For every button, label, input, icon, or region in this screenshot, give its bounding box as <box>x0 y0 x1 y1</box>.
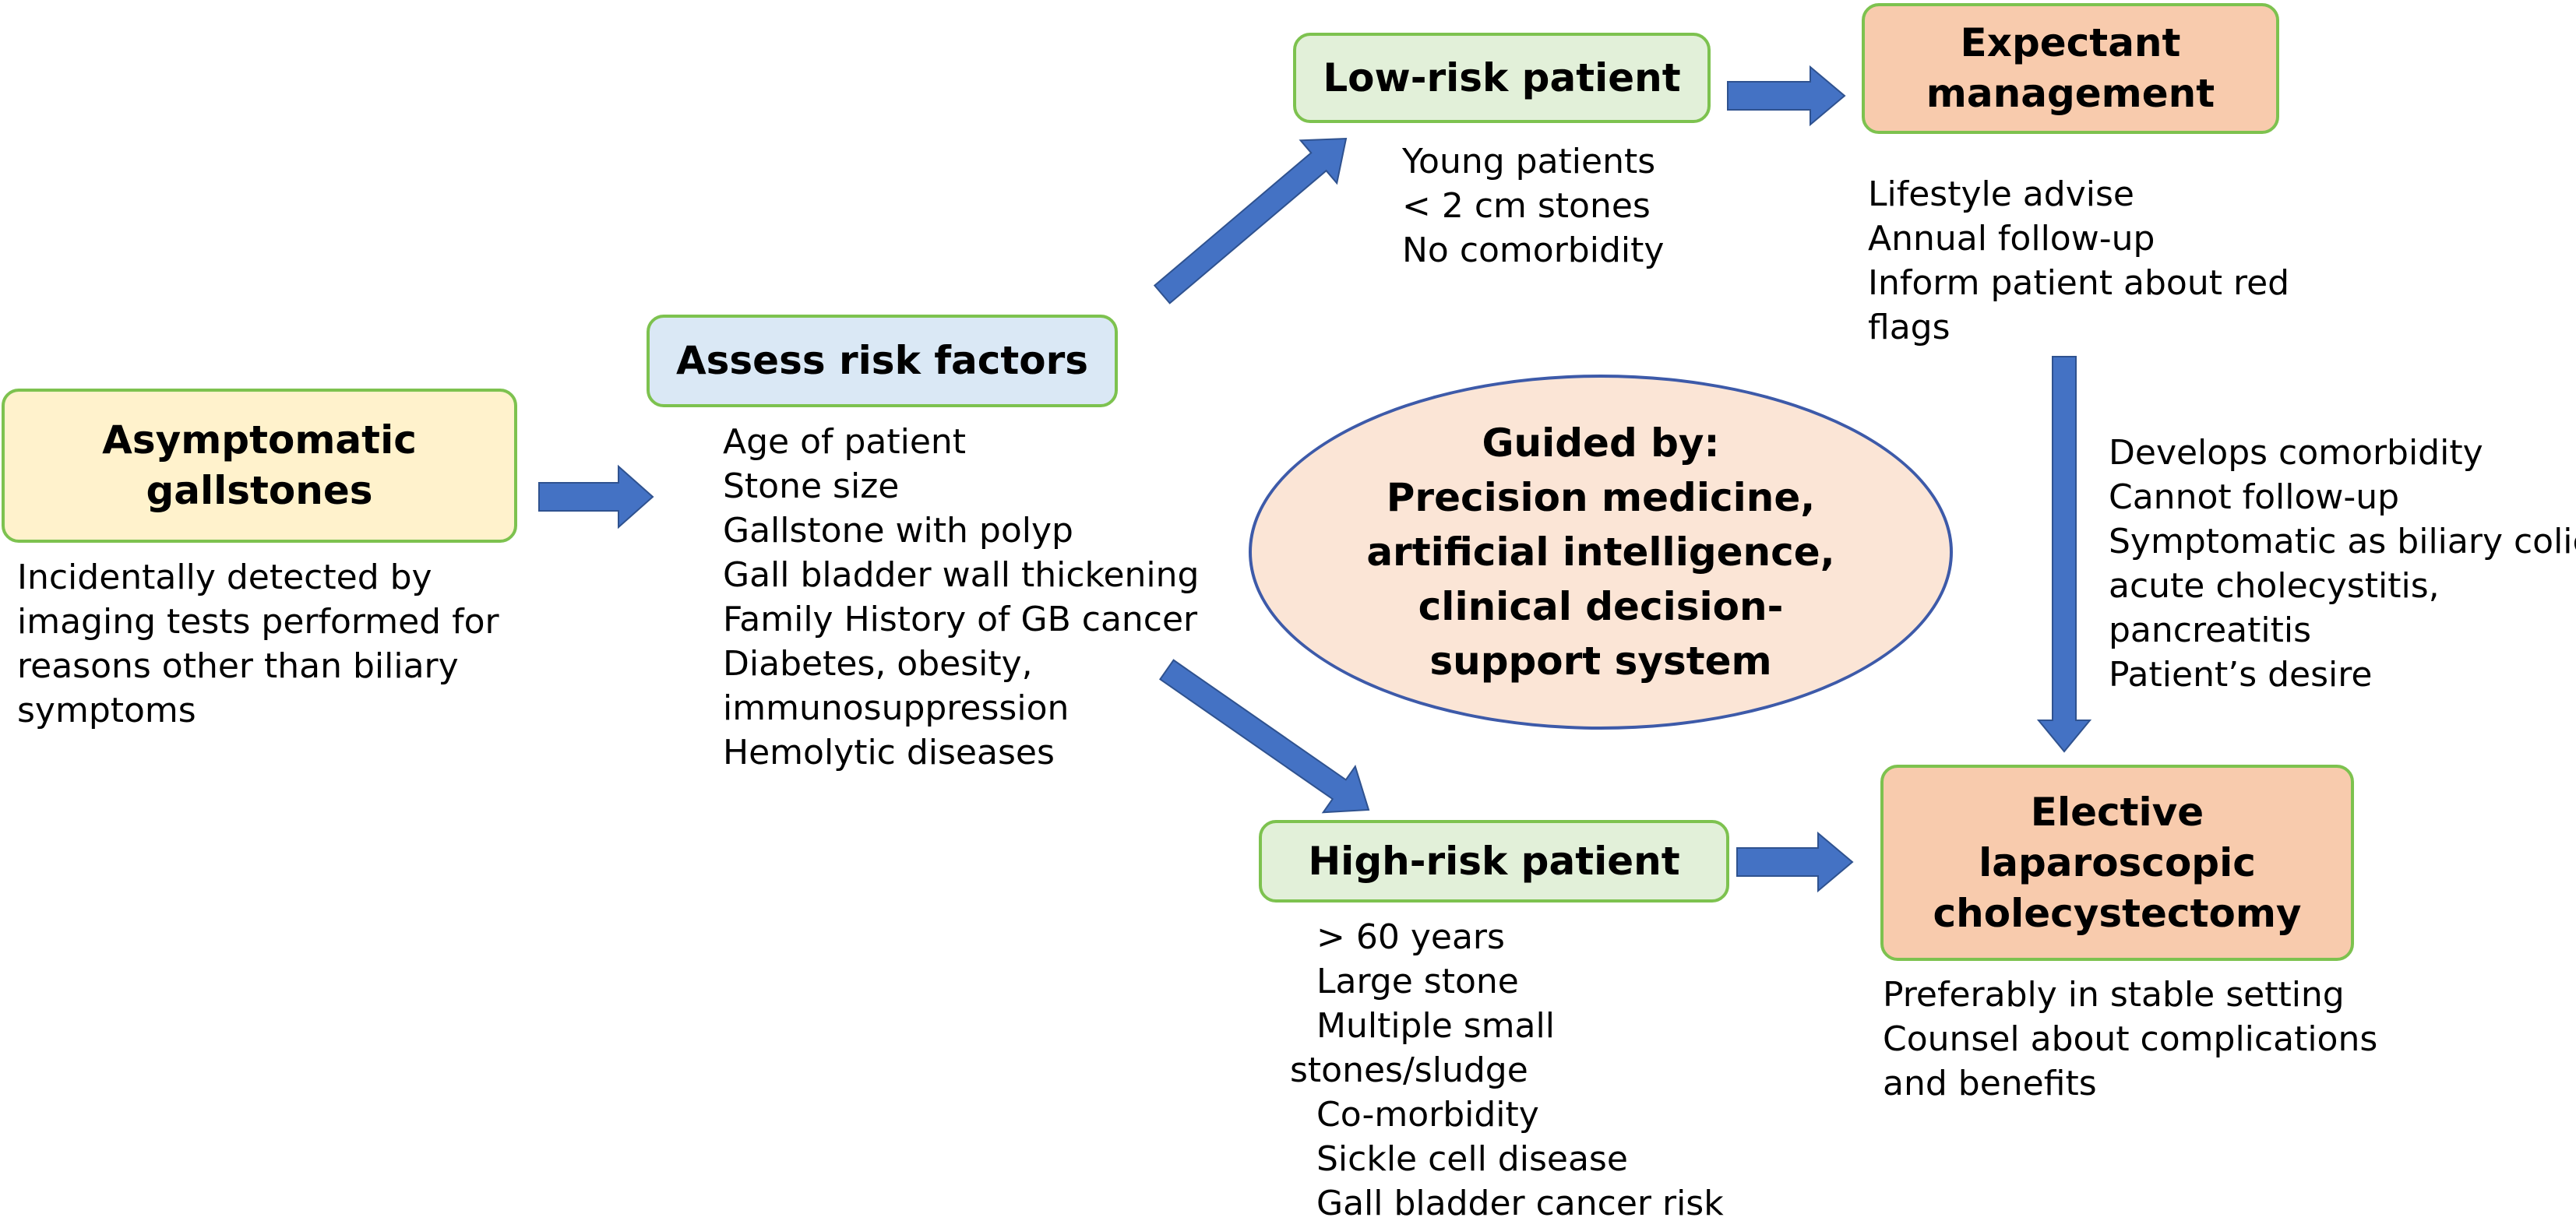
transition-item: acute cholecystitis, <box>2109 566 2440 606</box>
high-risk-item: Multiple small <box>1316 1006 1555 1046</box>
low-risk-criteria-list: Young patients < 2 cm stones No comorbid… <box>1402 139 1664 273</box>
high-risk-criteria-list: > 60 years Large stone Multiple small st… <box>1290 915 1724 1226</box>
guided-by-ellipse: Guided by: Precision medicine, artificia… <box>1249 375 1953 730</box>
risk-factor-item: Family History of GB cancer <box>723 600 1198 639</box>
risk-factor-item: Age of patient <box>723 422 967 462</box>
risk-factor-item: Hemolytic diseases <box>723 733 1055 772</box>
arrow-assess-to-low <box>1153 137 1348 304</box>
low-risk-patient-box: Low-risk patient <box>1293 33 1711 123</box>
arrow-assess-to-high <box>1159 659 1370 814</box>
elective-item: Preferably in stable setting <box>1883 975 2345 1015</box>
low-risk-item: No comorbidity <box>1402 230 1665 270</box>
low-risk-item: Young patients <box>1402 142 1656 181</box>
high-risk-item: Sickle cell disease <box>1316 1139 1628 1179</box>
arrow-high-to-elective <box>1736 831 1854 893</box>
expectant-item: Lifestyle advise <box>1868 174 2134 214</box>
risk-factor-item: Stone size <box>723 466 900 506</box>
elective-surgery-notes: Preferably in stable setting Counsel abo… <box>1883 973 2377 1106</box>
arrow-expectant-to-elective <box>2036 356 2092 753</box>
expectant-item: Inform patient about red <box>1868 263 2290 303</box>
expectant-management-box: Expectant management <box>1862 3 2279 134</box>
risk-factor-item: Gall bladder wall thickening <box>723 555 1200 595</box>
expectant-management-list: Lifestyle advise Annual follow-up Inform… <box>1868 172 2289 350</box>
high-risk-patient-box: High-risk patient <box>1259 820 1729 903</box>
assess-risk-factors-box: Assess risk factors <box>647 315 1118 407</box>
low-risk-item: < 2 cm stones <box>1402 186 1651 226</box>
expectant-item: Annual follow-up <box>1868 219 2155 259</box>
transition-item: pancreatitis <box>2109 610 2312 650</box>
transition-item: Symptomatic as biliary colic, <box>2109 522 2576 561</box>
transition-item: Develops comorbidity <box>2109 433 2483 473</box>
elective-item: and benefits <box>1883 1064 2097 1103</box>
asymptomatic-description: Incidentally detected by imaging tests p… <box>17 558 499 730</box>
arrow-low-to-expectant <box>1727 65 1846 127</box>
transition-item: Cannot follow-up <box>2109 477 2400 517</box>
high-risk-item: Large stone <box>1316 962 1519 1001</box>
risk-factor-item: Gallstone with polyp <box>723 511 1073 551</box>
high-risk-item: Gall bladder cancer risk <box>1316 1184 1724 1223</box>
risk-factor-item: Diabetes, obesity, <box>723 644 1033 684</box>
elective-cholecystectomy-box: Elective laparoscopic cholecystectomy <box>1880 765 2354 961</box>
high-risk-item: stones/sludge <box>1290 1050 1528 1090</box>
high-risk-item: Co-morbidity <box>1316 1095 1539 1135</box>
transition-criteria-list: Develops comorbidity Cannot follow-up Sy… <box>2109 431 2576 697</box>
transition-item: Patient’s desire <box>2109 655 2373 695</box>
high-risk-item: > 60 years <box>1316 917 1505 957</box>
risk-factor-item: immunosuppression <box>723 688 1070 728</box>
arrow-start-to-assess <box>538 464 654 530</box>
expectant-item: flags <box>1868 308 1951 347</box>
elective-item: Counsel about complications <box>1883 1019 2378 1059</box>
asymptomatic-gallstones-box: Asymptomatic gallstones <box>2 389 517 543</box>
risk-factors-list: Age of patient Stone size Gallstone with… <box>723 420 1199 775</box>
